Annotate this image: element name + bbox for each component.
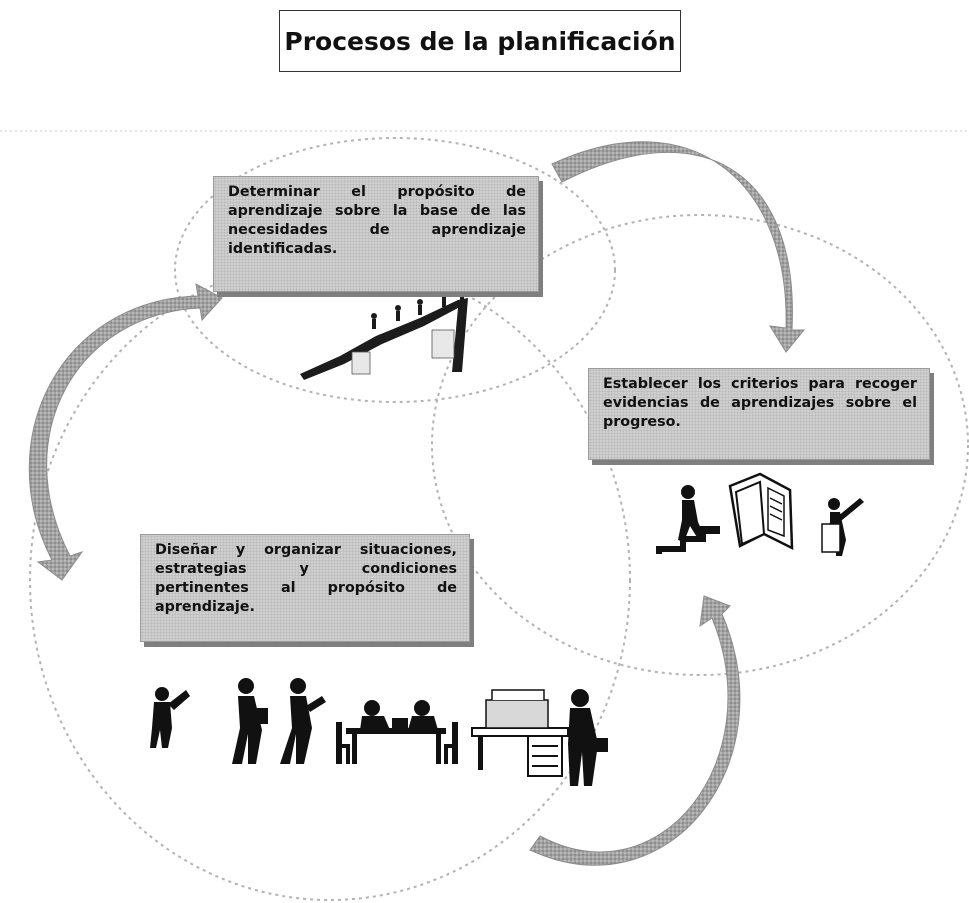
people-planning-at-table-icon [150, 678, 608, 786]
arrow-bottom-right [529, 595, 741, 866]
arrow-top-right [551, 141, 806, 353]
team-climbing-stairs-icon [300, 289, 468, 380]
diagram-title: Procesos de la planificación [284, 26, 676, 56]
person-climbing-steps-checklist-icon [656, 472, 864, 556]
circle-top [174, 137, 616, 403]
step-box-determinar: Determinar el propósito de aprendizaje s… [213, 176, 539, 292]
step-box-disenar: Diseñar y organizar situaciones, estrate… [140, 534, 470, 642]
arrow-left-top [28, 283, 223, 581]
step-text: Diseñar y organizar situaciones, estrate… [155, 542, 457, 615]
step-box-establecer: Establecer los criterios para recoger ev… [588, 368, 930, 460]
step-text: Establecer los criterios para recoger ev… [603, 376, 917, 430]
title-box: Procesos de la planificación [279, 10, 681, 72]
step-text: Determinar el propósito de aprendizaje s… [228, 184, 526, 257]
circle-right [431, 214, 969, 676]
circle-bottom [29, 259, 631, 901]
